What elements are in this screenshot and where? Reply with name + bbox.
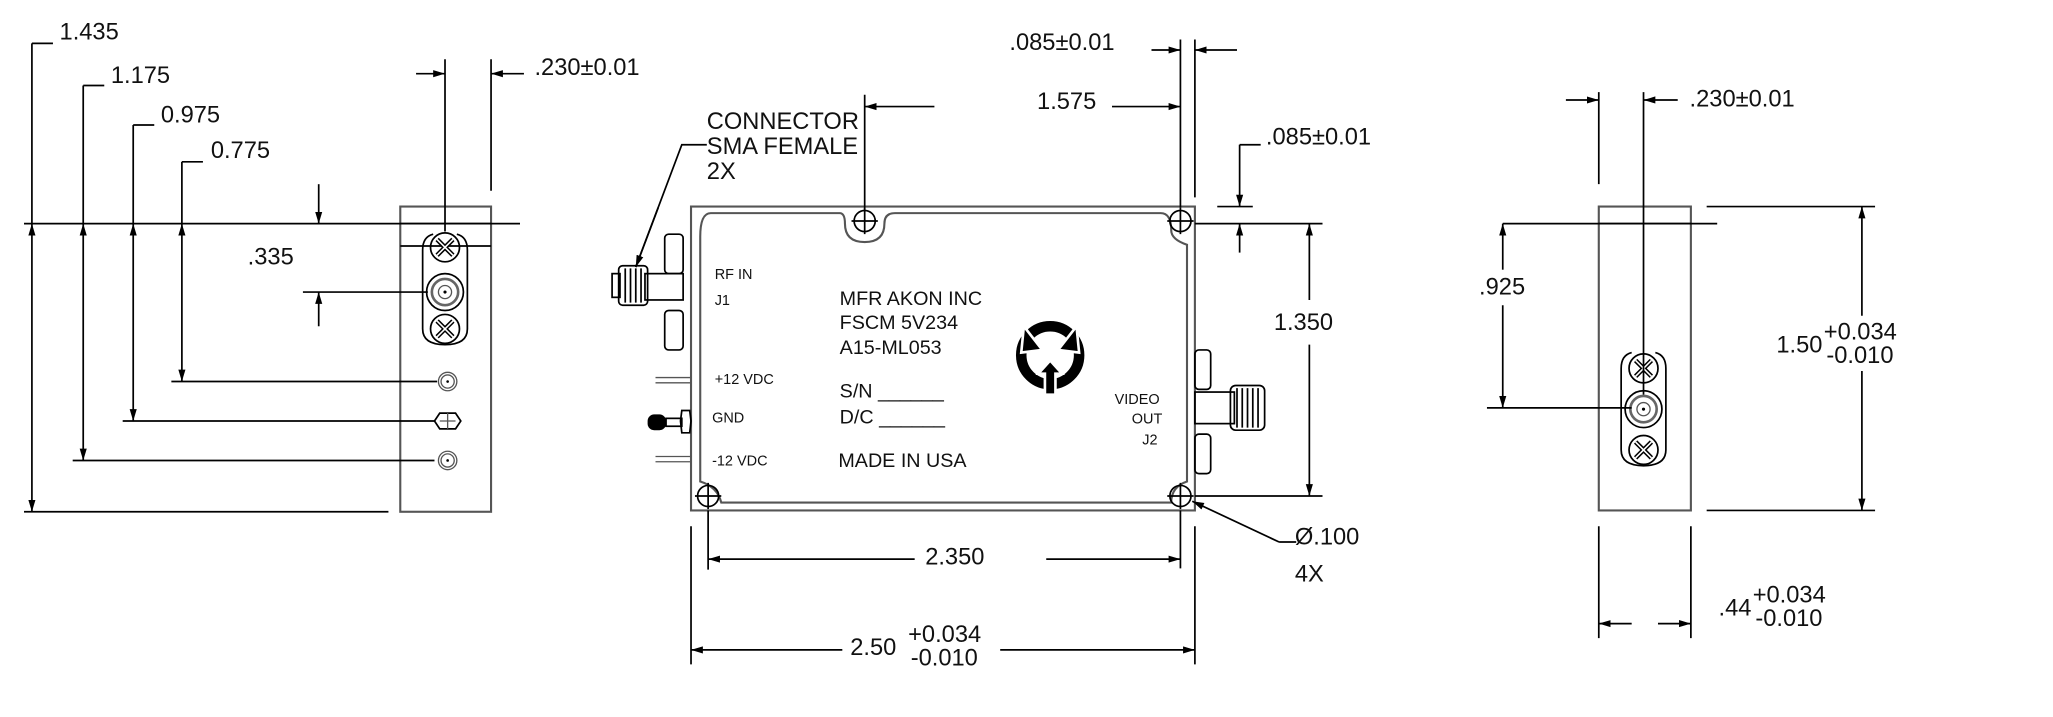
dim-1-175: 1.175 (111, 63, 170, 89)
power-pins (655, 376, 692, 463)
mounting-hole-icon (1166, 481, 1195, 510)
dim-top-offset: .085±0.01 (1009, 30, 1114, 56)
label-video: VIDEO (1115, 392, 1160, 408)
screw-icon (431, 233, 460, 262)
label-made-in-usa: MADE IN USA (838, 450, 967, 472)
dim-hole-diameter: Ø.100 (1295, 525, 1359, 551)
dim-hole-qty: 4X (1295, 561, 1324, 587)
dim-hole-span: 2.350 (925, 544, 984, 570)
connector-note-line2: SMA FEMALE (707, 134, 858, 160)
dim-length-tol-minus: -0.010 (911, 646, 978, 672)
label-gnd: GND (712, 410, 744, 426)
label-serial-number: S/N ______ (840, 380, 945, 402)
sma-connector-icon (425, 272, 465, 312)
feedthrough-icon (437, 371, 458, 392)
screw-icon (431, 314, 460, 343)
left-view-body (399, 205, 493, 513)
dim-length-tol-plus: +0.034 (908, 622, 981, 648)
dim-height-tol-minus: -0.010 (1826, 343, 1893, 369)
dim-length: 2.50 (850, 635, 896, 661)
dim-depth-tol-plus: +0.034 (1753, 583, 1826, 609)
label-j1: J1 (715, 293, 730, 309)
gnd-terminal-icon (647, 409, 692, 434)
label-j2: J2 (1142, 433, 1157, 449)
label-out: OUT (1132, 412, 1163, 428)
dim-hole-span-top: 1.575 (1037, 89, 1096, 115)
sma-connector-icon (1623, 389, 1664, 429)
label-plus-12vdc: +12 VDC (715, 372, 774, 388)
label-rf-in: RF IN (715, 267, 753, 283)
mounting-hole-icon (850, 207, 879, 236)
dim-0-775: 0.775 (211, 138, 270, 164)
dim-right-offset: .085±0.01 (1266, 125, 1371, 151)
feedthrough-icon (437, 450, 458, 471)
right-view-body (1597, 205, 1692, 512)
dim-1-435: 1.435 (60, 19, 119, 45)
top-view: CONNECTOR SMA FEMALE 2X RF IN J1 +12 VDC… (611, 30, 1371, 672)
dim-0-335: .335 (248, 244, 294, 270)
dim-depth-tol-minus: -0.010 (1755, 606, 1822, 632)
dim-connector-height: .925 (1479, 275, 1525, 301)
label-date-code: D/C ______ (840, 407, 946, 429)
mounting-hole-icon (694, 481, 723, 510)
dim-height-1-350: 1.350 (1274, 310, 1333, 336)
esd-symbol-icon (1015, 321, 1085, 396)
label-fscm: FSCM 5V234 (840, 312, 958, 334)
connector-note-line3: 2X (707, 159, 736, 185)
dim-depth: .44 (1719, 596, 1752, 622)
screw-icon (1629, 435, 1658, 464)
right-side-view: .230±0.01 .925 1.50 +0.034 -0.010 .44 +0… (1479, 87, 1897, 639)
label-part-number: A15-ML053 (840, 337, 942, 359)
dim-0-975: 0.975 (161, 102, 220, 128)
sma-connector-video-out-icon (1194, 349, 1266, 475)
sma-connector-rf-in-icon (611, 233, 684, 351)
dim-right-width: .230±0.01 (1690, 87, 1795, 113)
left-side-view: 1.435 1.175 0.975 0.775 .335 .230±0.01 (24, 19, 640, 513)
dim-left-width: .230±0.01 (534, 55, 639, 81)
label-mfr: MFR AKON INC (840, 288, 982, 310)
dim-height-1-50: 1.50 (1776, 333, 1822, 359)
connector-note-line1: CONNECTOR (707, 109, 859, 135)
dim-height-tol-plus: +0.034 (1824, 319, 1897, 345)
label-minus-12vdc: -12 VDC (712, 454, 767, 470)
